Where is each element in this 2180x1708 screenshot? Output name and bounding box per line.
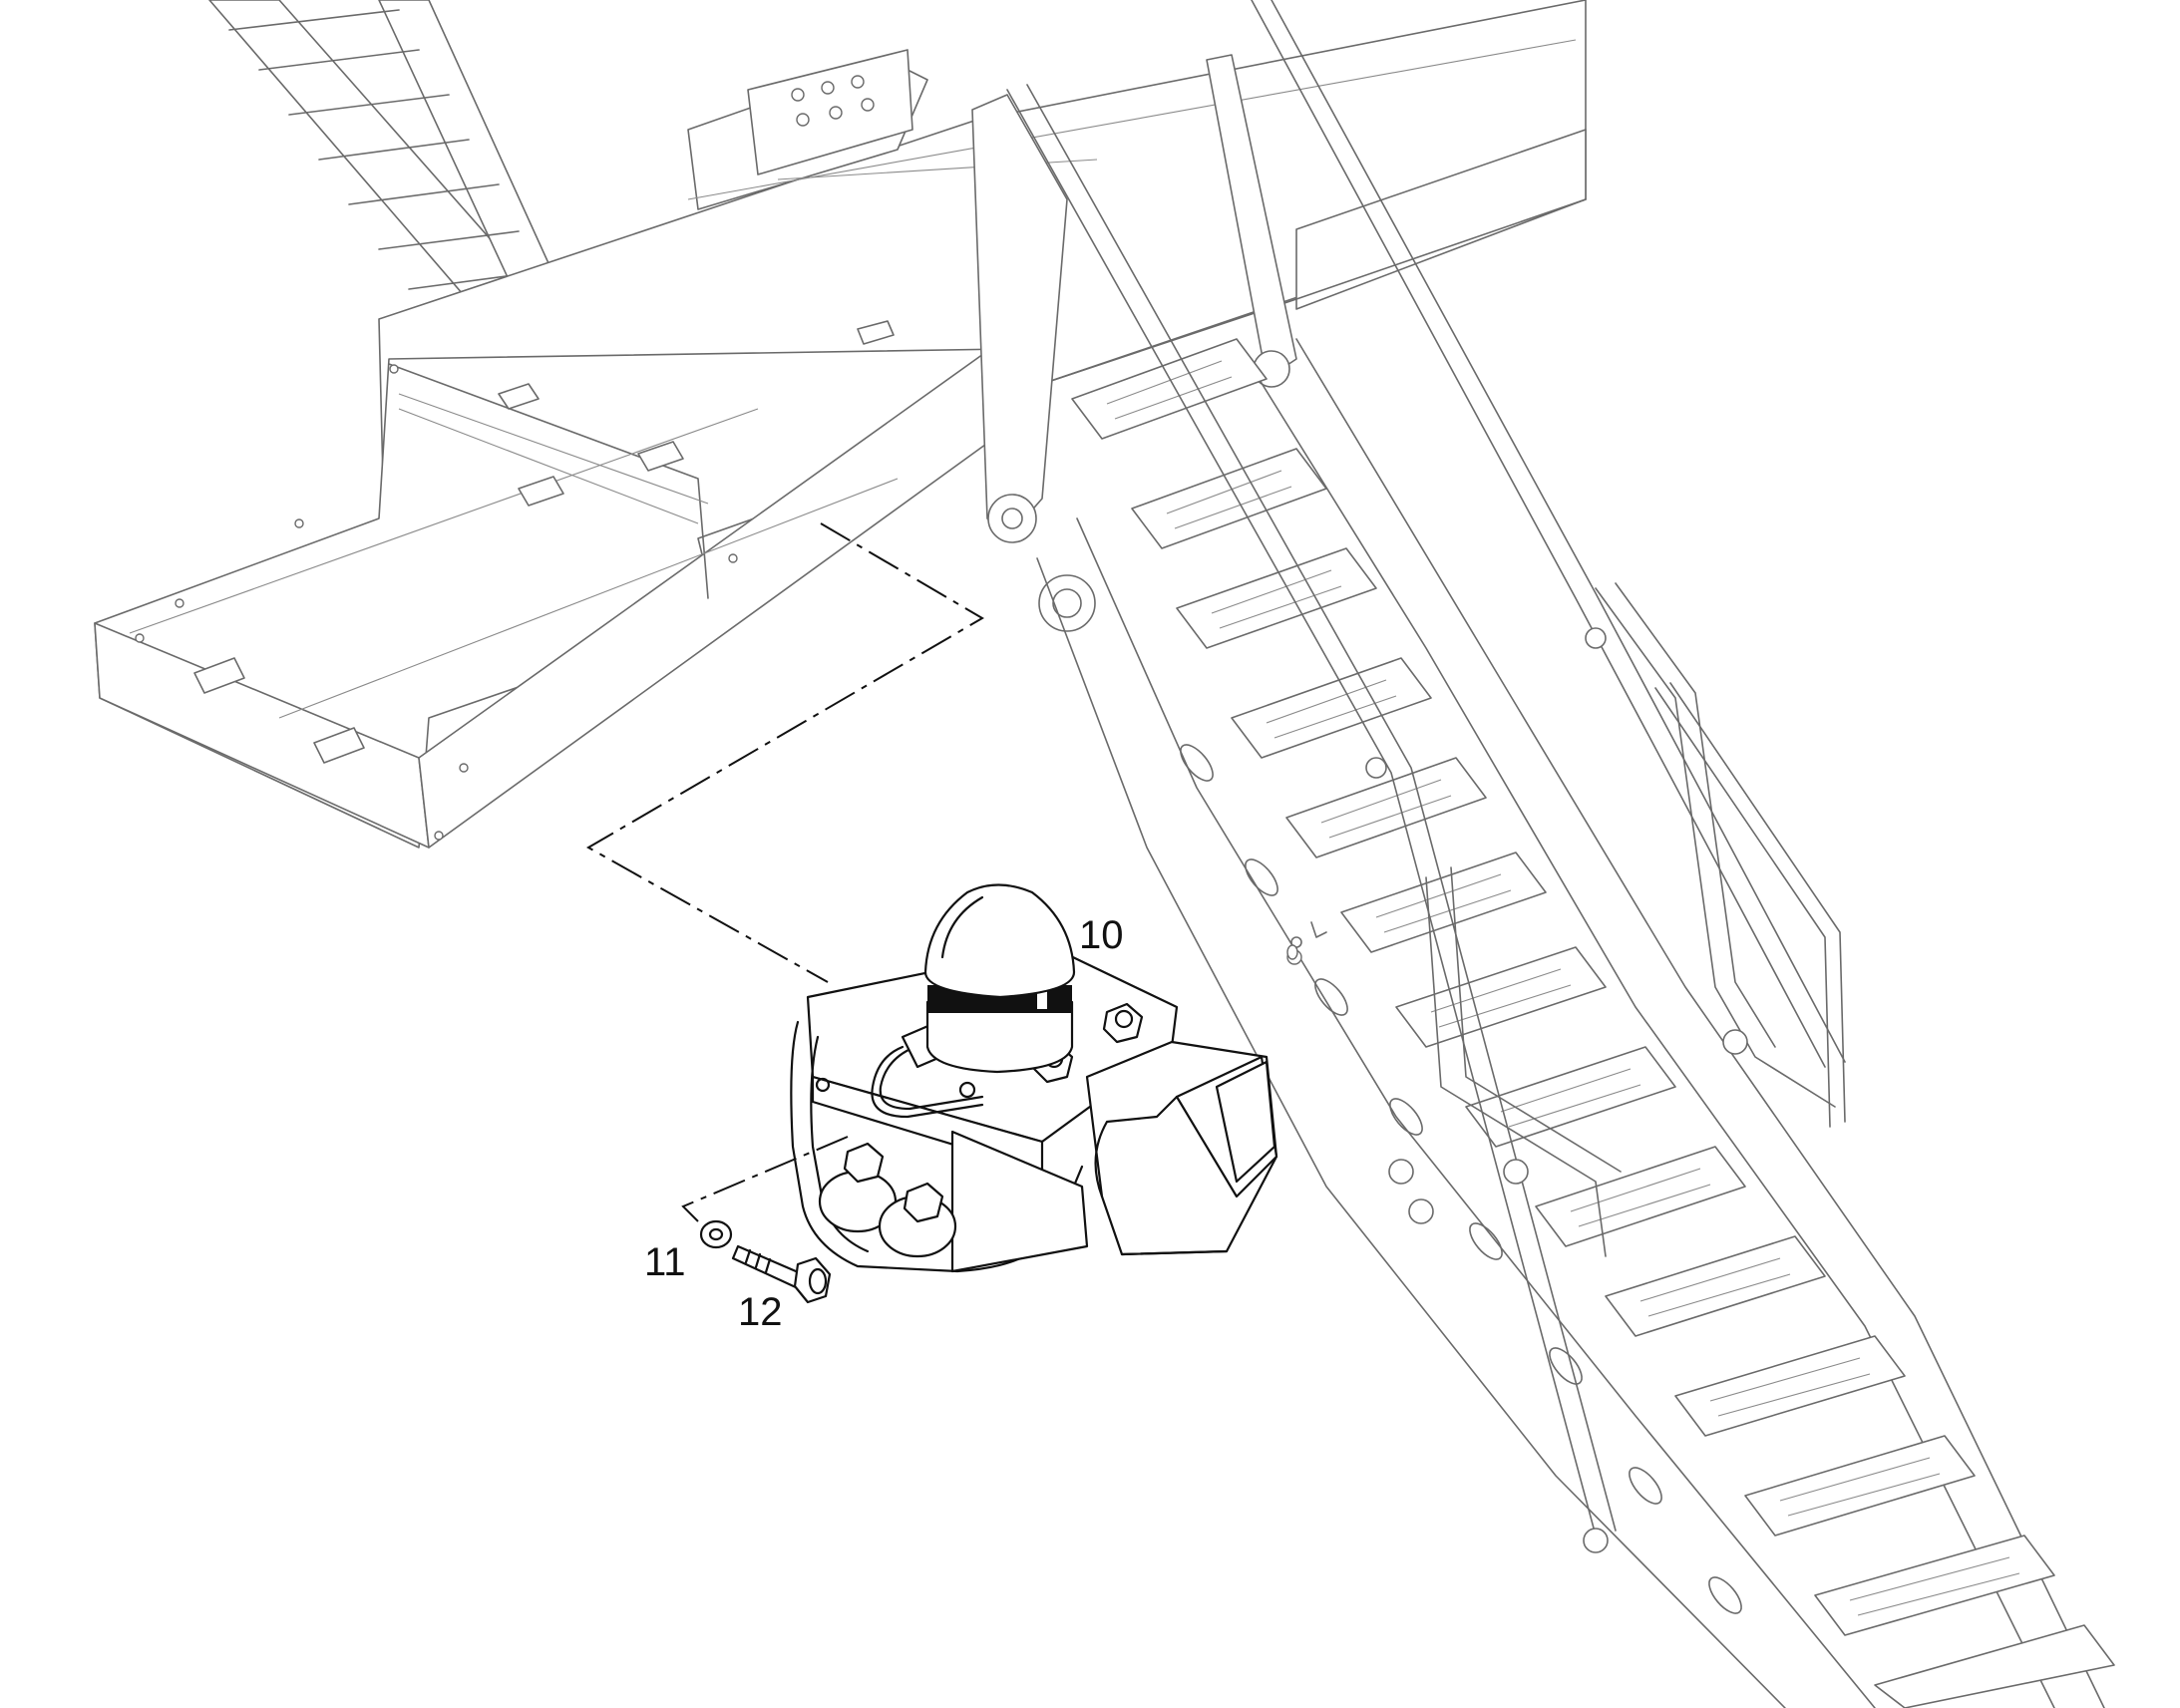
lower-landing-tray <box>94 320 1008 849</box>
hinged-access-stair <box>971 0 2115 1708</box>
warning-beacon-assembly[interactable] <box>790 883 1278 1273</box>
beacon-lamp <box>923 883 1076 1074</box>
bolt-part[interactable] <box>731 1244 832 1304</box>
callout-label-beacon: 10 <box>1079 913 1124 957</box>
assembly-leader-lines <box>585 522 984 1222</box>
callout-label-bolt: 12 <box>738 1290 783 1334</box>
small-clip <box>1286 921 1327 960</box>
callout-label-washer: 11 <box>644 1240 686 1284</box>
washer-part[interactable] <box>699 1219 733 1249</box>
horn-housing <box>1085 1040 1278 1256</box>
